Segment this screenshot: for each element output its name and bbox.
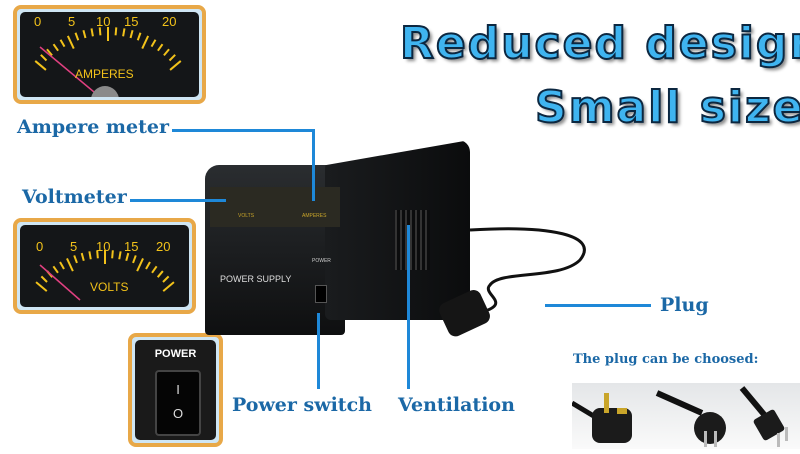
- meter-tick: [40, 275, 48, 283]
- off-symbol: O: [172, 406, 184, 421]
- meter-tick: [40, 54, 48, 62]
- meter-tick: [114, 27, 118, 36]
- scale-label: 0: [34, 14, 42, 29]
- callout-power-switch: Power switch: [232, 394, 372, 416]
- scale-label: 5: [68, 14, 76, 29]
- meter-tick: [59, 39, 66, 48]
- meter-tick: [52, 43, 59, 52]
- plug-options-photo: [570, 383, 800, 449]
- callout-line: [407, 225, 410, 389]
- ammeter-scale-icon: [34, 27, 182, 97]
- scale-label: 5: [70, 239, 78, 254]
- callout-voltmeter: Voltmeter: [22, 186, 127, 208]
- power-switch-closeup: POWER I O: [128, 333, 223, 447]
- meter-tick: [96, 250, 99, 259]
- on-symbol: I: [176, 382, 180, 397]
- callout-ventilation: Ventilation: [398, 394, 515, 416]
- device-volt-label: VOLTS: [238, 213, 255, 219]
- scale-label: 15: [124, 239, 139, 254]
- ammeter-closeup: 0 5 10 15 20 AMPERES: [13, 5, 206, 104]
- callout-plug: Plug: [660, 294, 709, 316]
- meter-tick: [73, 255, 78, 264]
- meter-tick: [66, 35, 75, 50]
- meter-tick: [82, 29, 87, 39]
- voltmeter-closeup: 0 5 10 15 20 VOLTS: [13, 218, 196, 314]
- meter-window: VOLTS AMPERES: [210, 187, 340, 227]
- meter-tick: [132, 255, 137, 264]
- meter-tick: [122, 28, 126, 37]
- voltmeter-unit: VOLTS: [90, 280, 129, 294]
- plug-options-heading: The plug can be choosed:: [573, 352, 759, 367]
- meter-tick: [90, 28, 94, 37]
- meter-tick: [162, 281, 175, 292]
- meter-tick: [74, 32, 80, 41]
- power-label: POWER: [154, 348, 197, 360]
- meter-tick: [98, 27, 102, 36]
- callout-line: [130, 199, 226, 202]
- meter-tick: [46, 48, 53, 56]
- meter-tick: [141, 35, 150, 50]
- meter-tick: [59, 261, 65, 270]
- power-supply-device: VOLTS AMPERES POWER SUPPLY POWER: [205, 140, 470, 335]
- meter-tick: [52, 265, 59, 274]
- meter-tick: [80, 252, 85, 262]
- headline-line1: Reduced design: [399, 17, 800, 70]
- meter-tick: [66, 258, 74, 272]
- callout-line: [545, 304, 651, 307]
- meter-tick: [88, 251, 92, 260]
- scale-label: 10: [96, 14, 111, 29]
- ventilation-grille: [395, 210, 430, 270]
- rocker-switch: I O: [155, 370, 201, 436]
- meter-tick: [163, 48, 170, 56]
- meter-tick: [136, 32, 142, 41]
- device-front-label: POWER SUPPLY: [220, 274, 292, 284]
- scale-label: 0: [36, 239, 44, 254]
- meter-tick: [125, 252, 130, 262]
- callout-line: [312, 129, 315, 201]
- device-switch-label: POWER: [312, 258, 331, 264]
- headline-line2: Small size: [534, 81, 800, 134]
- callout-line: [317, 313, 320, 389]
- meter-tick: [150, 39, 157, 48]
- meter-tick: [156, 270, 164, 278]
- meter-tick: [145, 261, 151, 270]
- meter-tick: [169, 60, 182, 71]
- plug-types-icon: [570, 386, 788, 447]
- meter-tick: [35, 281, 48, 292]
- meter-tick: [129, 29, 134, 39]
- power-cord-icon: [439, 227, 586, 337]
- device-power-switch[interactable]: [315, 285, 327, 303]
- meter-tick: [168, 54, 176, 62]
- device-amp-label: AMPERES: [302, 213, 327, 219]
- meter-tick: [151, 265, 158, 274]
- scale-label: 15: [124, 14, 139, 29]
- scale-label: 20: [156, 239, 171, 254]
- callout-ampere-meter: Ampere meter: [17, 116, 169, 138]
- meter-tick: [157, 43, 164, 52]
- callout-line: [172, 129, 314, 132]
- scale-label: 20: [162, 14, 177, 29]
- scale-label: 10: [96, 239, 111, 254]
- voltmeter-scale-icon: [35, 250, 175, 301]
- meter-tick: [34, 60, 47, 71]
- ammeter-unit: AMPERES: [75, 67, 134, 81]
- voltmeter-scale-labels: 0 5 10 15 20: [20, 239, 189, 259]
- meter-tick: [162, 275, 170, 283]
- meter-tick: [118, 251, 122, 260]
- meter-tick: [111, 250, 114, 259]
- meter-tick: [136, 258, 144, 272]
- ammeter-scale-labels: 0 5 10 15 20: [20, 14, 199, 34]
